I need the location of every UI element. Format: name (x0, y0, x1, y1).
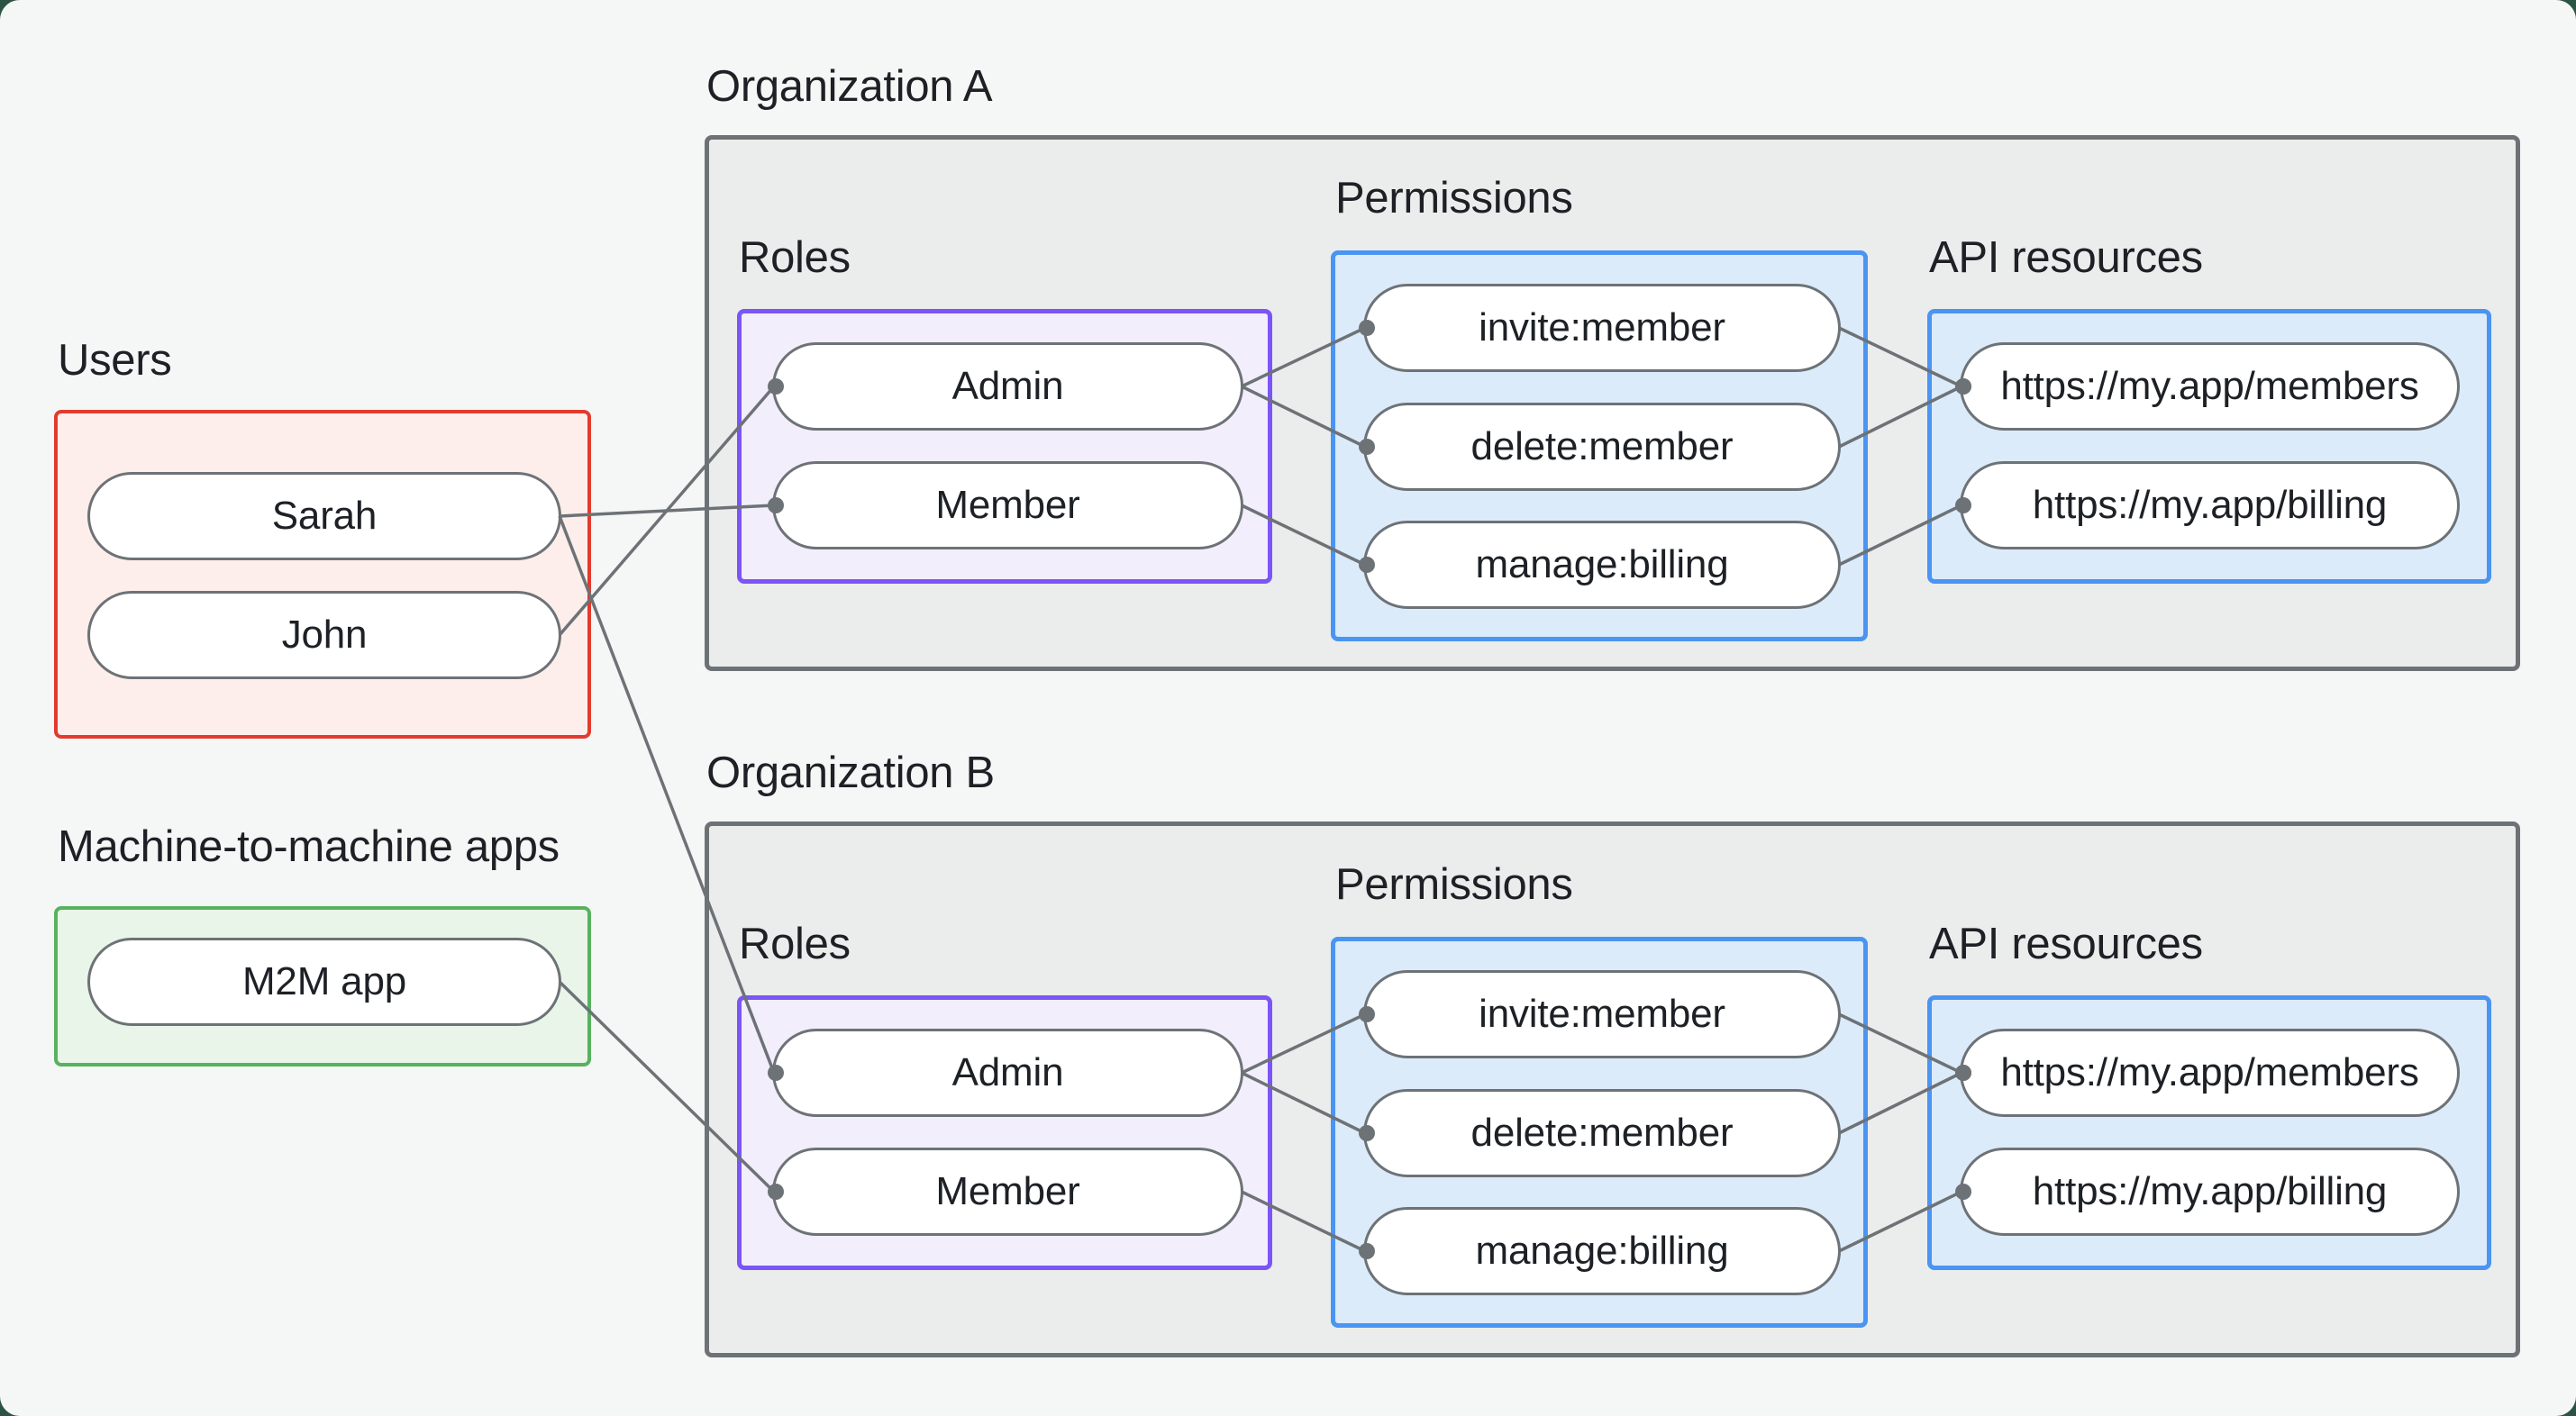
org-b-roles-label: Roles (739, 920, 851, 968)
org-b-api-members: https://my.app/members (1960, 1029, 2460, 1117)
m2m-app-node: M2M app (87, 938, 561, 1026)
org-a-permission-invite: invite:member (1363, 284, 1841, 372)
org-a-api-members: https://my.app/members (1960, 342, 2460, 431)
org-b-role-member: Member (772, 1148, 1243, 1236)
org-b-permission-manage: manage:billing (1363, 1207, 1841, 1295)
org-b-permissions-label: Permissions (1335, 860, 1573, 909)
org-a-role-admin: Admin (772, 342, 1243, 431)
org-b-role-admin: Admin (772, 1029, 1243, 1117)
org-a-api-resources-label: API resources (1929, 233, 2203, 282)
org-b-title: Organization B (706, 749, 995, 797)
org-b-permission-delete: delete:member (1363, 1089, 1841, 1177)
users-group-label: Users (58, 336, 172, 385)
users-group-box (54, 410, 591, 739)
m2m-group-label: Machine-to-machine apps (58, 822, 560, 871)
org-b-api-billing: https://my.app/billing (1960, 1148, 2460, 1236)
org-b-permission-invite: invite:member (1363, 970, 1841, 1058)
org-a-permission-manage: manage:billing (1363, 521, 1841, 609)
org-a-role-member: Member (772, 461, 1243, 549)
org-b-api-resources-label: API resources (1929, 920, 2203, 968)
org-a-api-billing: https://my.app/billing (1960, 461, 2460, 549)
org-a-permissions-label: Permissions (1335, 174, 1573, 222)
user-node-john: John (87, 591, 561, 679)
org-a-permission-delete: delete:member (1363, 403, 1841, 491)
org-a-roles-label: Roles (739, 233, 851, 282)
user-node-sarah: Sarah (87, 472, 561, 560)
org-a-title: Organization A (706, 62, 993, 111)
